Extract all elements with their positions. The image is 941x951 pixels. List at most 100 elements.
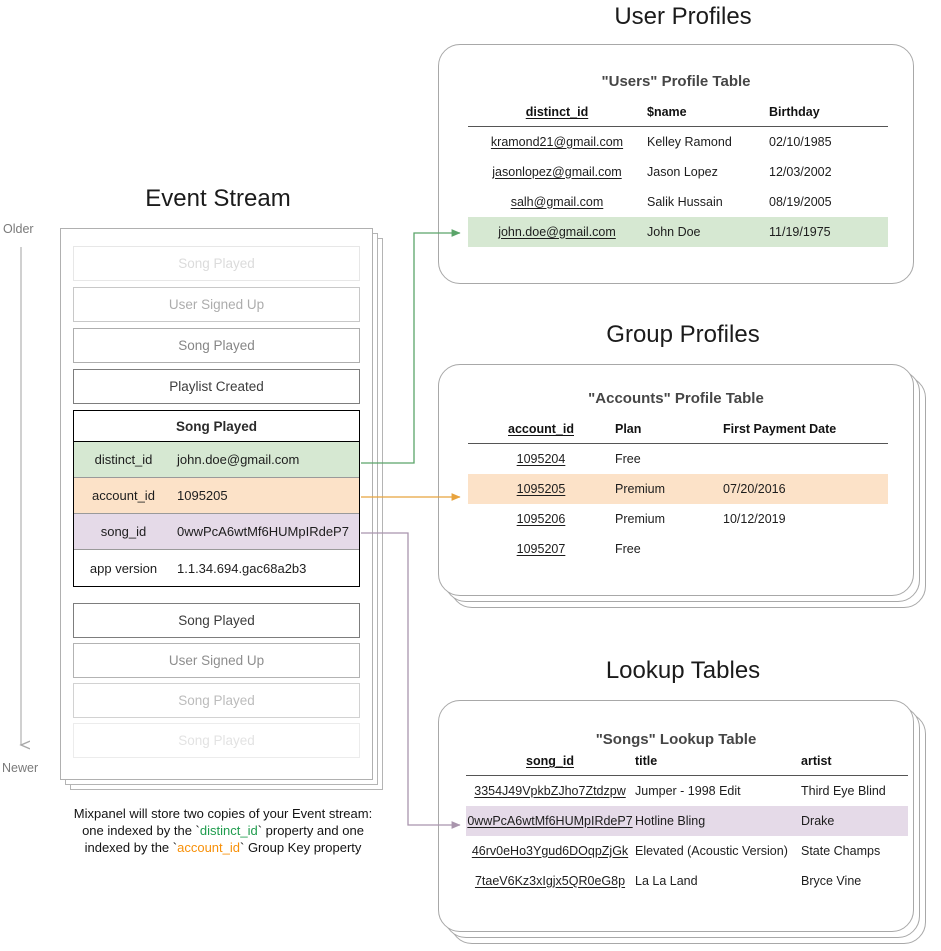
- table-row: 7taeV6Kz3xIgjx5QR0eG8p La La Land Bryce …: [466, 866, 908, 896]
- caption-line-2: one indexed by the `distinct_id` propert…: [38, 822, 408, 839]
- cell-name: Salik Hussain: [647, 194, 723, 209]
- caption-line-3-prefix: indexed by the `: [84, 840, 178, 855]
- cell-first-payment-date: [722, 534, 888, 564]
- cell-birthday: 12/03/2002: [769, 164, 832, 179]
- cell-song-id: 46rv0eHo3Ygud6DOqpZjGk: [471, 843, 629, 858]
- accounts-profile-card-title: "Accounts" Profile Table: [588, 390, 764, 407]
- users-profile-card-title: "Users" Profile Table: [601, 73, 751, 90]
- cell-distinct-id: john.doe@gmail.com: [468, 216, 646, 247]
- table-row: 1095206 Premium 10/12/2019: [468, 504, 888, 534]
- caption-token-distinct-id: distinct_id: [199, 823, 258, 838]
- cell-title: Hotline Bling: [634, 805, 800, 836]
- column-header-birthday: Birthday: [768, 104, 888, 127]
- table-row-highlighted: 0wwPcA6wtMf6HUMpIRdeP7 Hotline Bling Dra…: [466, 805, 908, 836]
- event-property-row-distinct-id: distinct_id john.doe@gmail.com: [74, 442, 359, 478]
- accounts-profile-table: account_id Plan First Payment Date 10952…: [468, 421, 888, 564]
- cell-plan: Premium: [615, 511, 666, 526]
- column-header-name: $name: [646, 104, 768, 127]
- event-property-row-app-version: app version 1.1.34.694.gac68a2b3: [74, 550, 359, 586]
- column-header-distinct-id: distinct_id: [468, 104, 646, 127]
- cell-title: Elevated (Acoustic Version): [635, 843, 788, 858]
- table-row: 1095207 Free: [468, 534, 888, 564]
- event-property-key: song_id: [100, 524, 147, 539]
- event-box-label: User Signed Up: [168, 297, 265, 312]
- section-title-lookup-tables: Lookup Tables: [605, 657, 761, 684]
- cell-title: Jumper - 1998 Edit: [635, 783, 741, 798]
- cell-artist: State Champs: [801, 843, 881, 858]
- event-box[interactable]: Song Played: [73, 246, 360, 281]
- cell-distinct-id: salh@gmail.com: [510, 194, 604, 209]
- cell-artist: Drake: [800, 805, 908, 836]
- cell-plan: Premium: [614, 473, 722, 504]
- cell-plan: Free: [615, 451, 641, 466]
- section-title-group-profiles: Group Profiles: [606, 321, 760, 348]
- table-header-row: song_id title artist: [466, 753, 908, 776]
- column-header-song-id: song_id: [466, 753, 634, 776]
- event-property-key: distinct_id: [94, 452, 153, 467]
- cell-distinct-id: jasonlopez@gmail.com: [492, 164, 622, 179]
- column-header-account-id: account_id: [468, 421, 614, 444]
- cell-name: John Doe: [646, 216, 768, 247]
- cell-first-payment-date: [722, 444, 888, 474]
- event-box[interactable]: User Signed Up: [73, 287, 360, 322]
- caption-block: Mixpanel will store two copies of your E…: [38, 805, 408, 856]
- cell-song-id: 0wwPcA6wtMf6HUMpIRdeP7: [466, 805, 634, 836]
- timeline-newer-label: Newer: [2, 761, 39, 775]
- songs-lookup-card-title: "Songs" Lookup Table: [595, 731, 757, 748]
- event-box-label: Song Played: [178, 256, 255, 271]
- event-property-row-account-id: account_id 1095205: [74, 478, 359, 514]
- section-title-user-profiles: User Profiles: [614, 3, 752, 30]
- column-header-artist: artist: [800, 753, 908, 776]
- event-box-label: Song Played: [178, 693, 255, 708]
- cell-distinct-id: kramond21@gmail.com: [490, 134, 624, 149]
- table-row: salh@gmail.com Salik Hussain 08/19/2005: [468, 187, 888, 217]
- section-title-event-stream: Event Stream: [145, 185, 291, 212]
- caption-line-2-prefix: one indexed by the `: [82, 823, 200, 838]
- event-box[interactable]: Song Played: [73, 328, 360, 363]
- caption-line-3-suffix: ` Group Key property: [240, 840, 362, 855]
- table-row-highlighted: 1095205 Premium 07/20/2016: [468, 473, 888, 504]
- event-box[interactable]: Song Played: [73, 723, 360, 758]
- users-profile-table: distinct_id $name Birthday kramond21@gma…: [468, 104, 888, 247]
- cell-account-id: 1095205: [468, 473, 614, 504]
- selected-event-card[interactable]: Song Played distinct_id john.doe@gmail.c…: [73, 410, 360, 587]
- caption-line-2-suffix: ` property and one: [257, 823, 364, 838]
- event-box-label: User Signed Up: [168, 653, 265, 668]
- cell-song-id: 7taeV6Kz3xIgjx5QR0eG8p: [474, 873, 626, 888]
- cell-account-id: 1095207: [516, 541, 566, 556]
- event-property-value: 1095205: [177, 488, 228, 503]
- event-property-value: 0wwPcA6wtMf6HUMpIRdeP7: [177, 524, 349, 539]
- songs-lookup-table: song_id title artist 3354J49VpkbZJho7Ztd…: [466, 753, 908, 896]
- cell-birthday: 11/19/1975: [768, 216, 888, 247]
- selected-event-title: Song Played: [74, 411, 359, 442]
- cell-name: Jason Lopez: [647, 164, 718, 179]
- event-box[interactable]: Song Played: [73, 603, 360, 638]
- cell-song-id: 3354J49VpkbZJho7Ztdzpw: [474, 783, 626, 798]
- caption-token-account-id: account_id: [177, 840, 240, 855]
- table-header-row: distinct_id $name Birthday: [468, 104, 888, 127]
- timeline-older-label: Older: [3, 222, 34, 236]
- cell-title: La La Land: [635, 873, 698, 888]
- event-box[interactable]: User Signed Up: [73, 643, 360, 678]
- cell-birthday: 02/10/1985: [769, 134, 832, 149]
- column-header-plan: Plan: [614, 421, 722, 444]
- cell-account-id: 1095204: [516, 451, 566, 466]
- cell-first-payment-date: 07/20/2016: [722, 473, 888, 504]
- event-property-value: john.doe@gmail.com: [177, 452, 300, 467]
- cell-artist: Third Eye Blind: [801, 783, 886, 798]
- table-header-row: account_id Plan First Payment Date: [468, 421, 888, 444]
- event-box[interactable]: Playlist Created: [73, 369, 360, 404]
- cell-plan: Free: [615, 541, 641, 556]
- event-property-key: account_id: [92, 488, 155, 503]
- cell-birthday: 08/19/2005: [769, 194, 832, 209]
- event-property-row-song-id: song_id 0wwPcA6wtMf6HUMpIRdeP7: [74, 514, 359, 550]
- event-property-key: app version: [89, 560, 158, 576]
- cell-artist: Bryce Vine: [801, 873, 862, 888]
- cell-first-payment-date: 10/12/2019: [723, 511, 786, 526]
- caption-line-3: indexed by the `account_id` Group Key pr…: [38, 839, 408, 856]
- table-row-highlighted: john.doe@gmail.com John Doe 11/19/1975: [468, 216, 888, 247]
- event-box-label: Song Played: [178, 613, 255, 628]
- cell-account-id: 1095206: [516, 511, 566, 526]
- event-box[interactable]: Song Played: [73, 683, 360, 718]
